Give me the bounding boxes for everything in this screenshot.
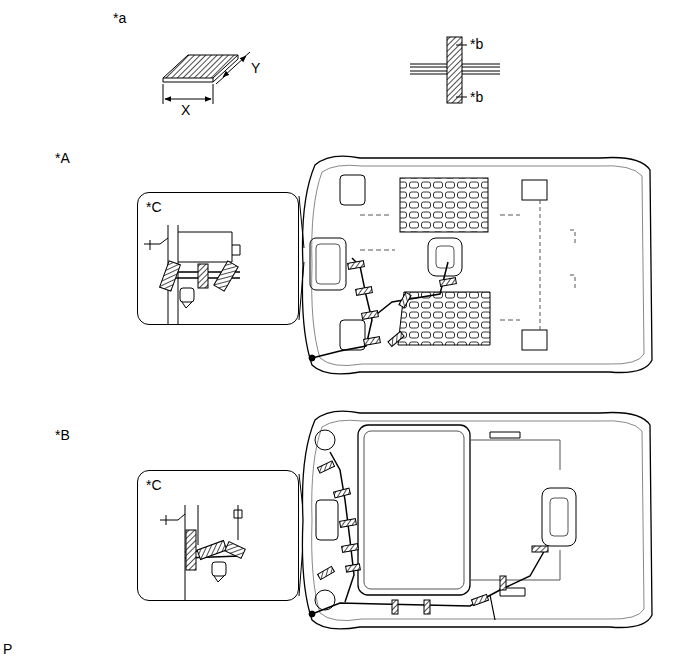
- tape-face: [163, 55, 238, 78]
- wire-harness: [312, 548, 546, 614]
- dome-light: [436, 246, 454, 268]
- tape-group: [348, 261, 457, 347]
- tape: [198, 264, 208, 288]
- headliner-b: [302, 411, 652, 629]
- tape: [362, 311, 379, 320]
- tape: [399, 292, 411, 307]
- clip-square: [180, 288, 194, 302]
- page-mark: P: [3, 641, 12, 657]
- grip-mount: [315, 430, 335, 450]
- tape: [160, 261, 181, 291]
- tape: [214, 261, 238, 291]
- tape: [424, 600, 430, 614]
- rear-console: [542, 488, 576, 546]
- vent-grid: [398, 292, 490, 345]
- dashed-outline: [540, 200, 575, 330]
- front-console: [316, 500, 338, 540]
- tape: [333, 488, 350, 498]
- connector: [160, 514, 185, 525]
- tape: [318, 566, 335, 579]
- callout-letter: *C: [146, 199, 162, 215]
- callout-letter: *C: [146, 477, 162, 493]
- view-label: *A: [55, 150, 70, 166]
- tape: [340, 519, 357, 528]
- leader-line: [299, 262, 304, 320]
- tape: [197, 541, 227, 560]
- extension-line: [163, 84, 213, 104]
- dimension-y: [223, 56, 246, 77]
- connector: [309, 355, 315, 361]
- tape: [186, 530, 196, 570]
- bracket: [490, 432, 525, 596]
- clip: [234, 510, 242, 518]
- headliner-outline: [302, 156, 652, 374]
- dimension-label: Y: [251, 60, 260, 76]
- tape-group: [160, 261, 239, 291]
- wire-harness: [312, 258, 372, 358]
- leader-line: [299, 196, 304, 248]
- clip-square: [212, 562, 226, 576]
- tape: [440, 278, 457, 287]
- tape-group: [186, 530, 245, 570]
- detail-b: [160, 505, 245, 600]
- headliner-outline: [302, 411, 652, 629]
- tape: [532, 546, 548, 552]
- headliner-a: [302, 156, 652, 374]
- leader-line: [456, 97, 467, 98]
- clip-square: [182, 302, 192, 308]
- callout-label: *b: [470, 36, 483, 52]
- tape: [392, 600, 398, 614]
- headliner-inner-edge: [312, 165, 644, 365]
- tape-edge: [163, 55, 238, 82]
- tape: [342, 544, 359, 553]
- visor-mount: [340, 175, 365, 205]
- leader-line: [456, 45, 467, 46]
- callout-label: *b: [470, 89, 483, 105]
- connector: [309, 611, 315, 617]
- tape-on-wire-symbol: [410, 37, 500, 103]
- extension-line: [216, 52, 250, 84]
- grip-mount: [315, 590, 335, 610]
- vent-grid: [400, 178, 488, 232]
- clip: [232, 245, 240, 255]
- detail-callout-box: *C: [137, 192, 299, 325]
- sunroof-panel: [470, 440, 560, 580]
- tape: [471, 594, 488, 605]
- front-console: [316, 244, 340, 284]
- detail-a: [144, 225, 240, 325]
- tape: [364, 337, 381, 346]
- wire-harness: [490, 595, 495, 620]
- front-console: [310, 238, 346, 290]
- tape-group: [317, 461, 548, 614]
- detail-callout-box: *C: [137, 470, 299, 601]
- tape: [348, 261, 365, 270]
- dimension-x: [165, 99, 211, 100]
- sunroof-opening: [364, 431, 464, 589]
- tape: [346, 564, 361, 572]
- tape: [225, 542, 246, 559]
- wire-harness: [372, 262, 448, 318]
- clip-square: [214, 576, 224, 582]
- rear-mount: [522, 180, 547, 200]
- view-label: *B: [55, 427, 70, 443]
- tape: [388, 332, 404, 347]
- visor-mount: [340, 320, 365, 350]
- headliner-inner-edge: [312, 420, 644, 620]
- tape-symbol: [163, 52, 250, 104]
- tape: [317, 461, 334, 473]
- symbol-label: *a: [113, 10, 126, 26]
- rear-mount: [522, 330, 547, 350]
- tape: [447, 37, 462, 103]
- dashed-outline: [360, 215, 520, 320]
- tape: [500, 576, 506, 590]
- rear-console: [550, 498, 568, 536]
- connector: [144, 238, 168, 250]
- sunroof-opening: [358, 425, 470, 595]
- dome-light: [428, 238, 462, 276]
- dimension-label: X: [181, 102, 190, 118]
- tape: [356, 287, 373, 296]
